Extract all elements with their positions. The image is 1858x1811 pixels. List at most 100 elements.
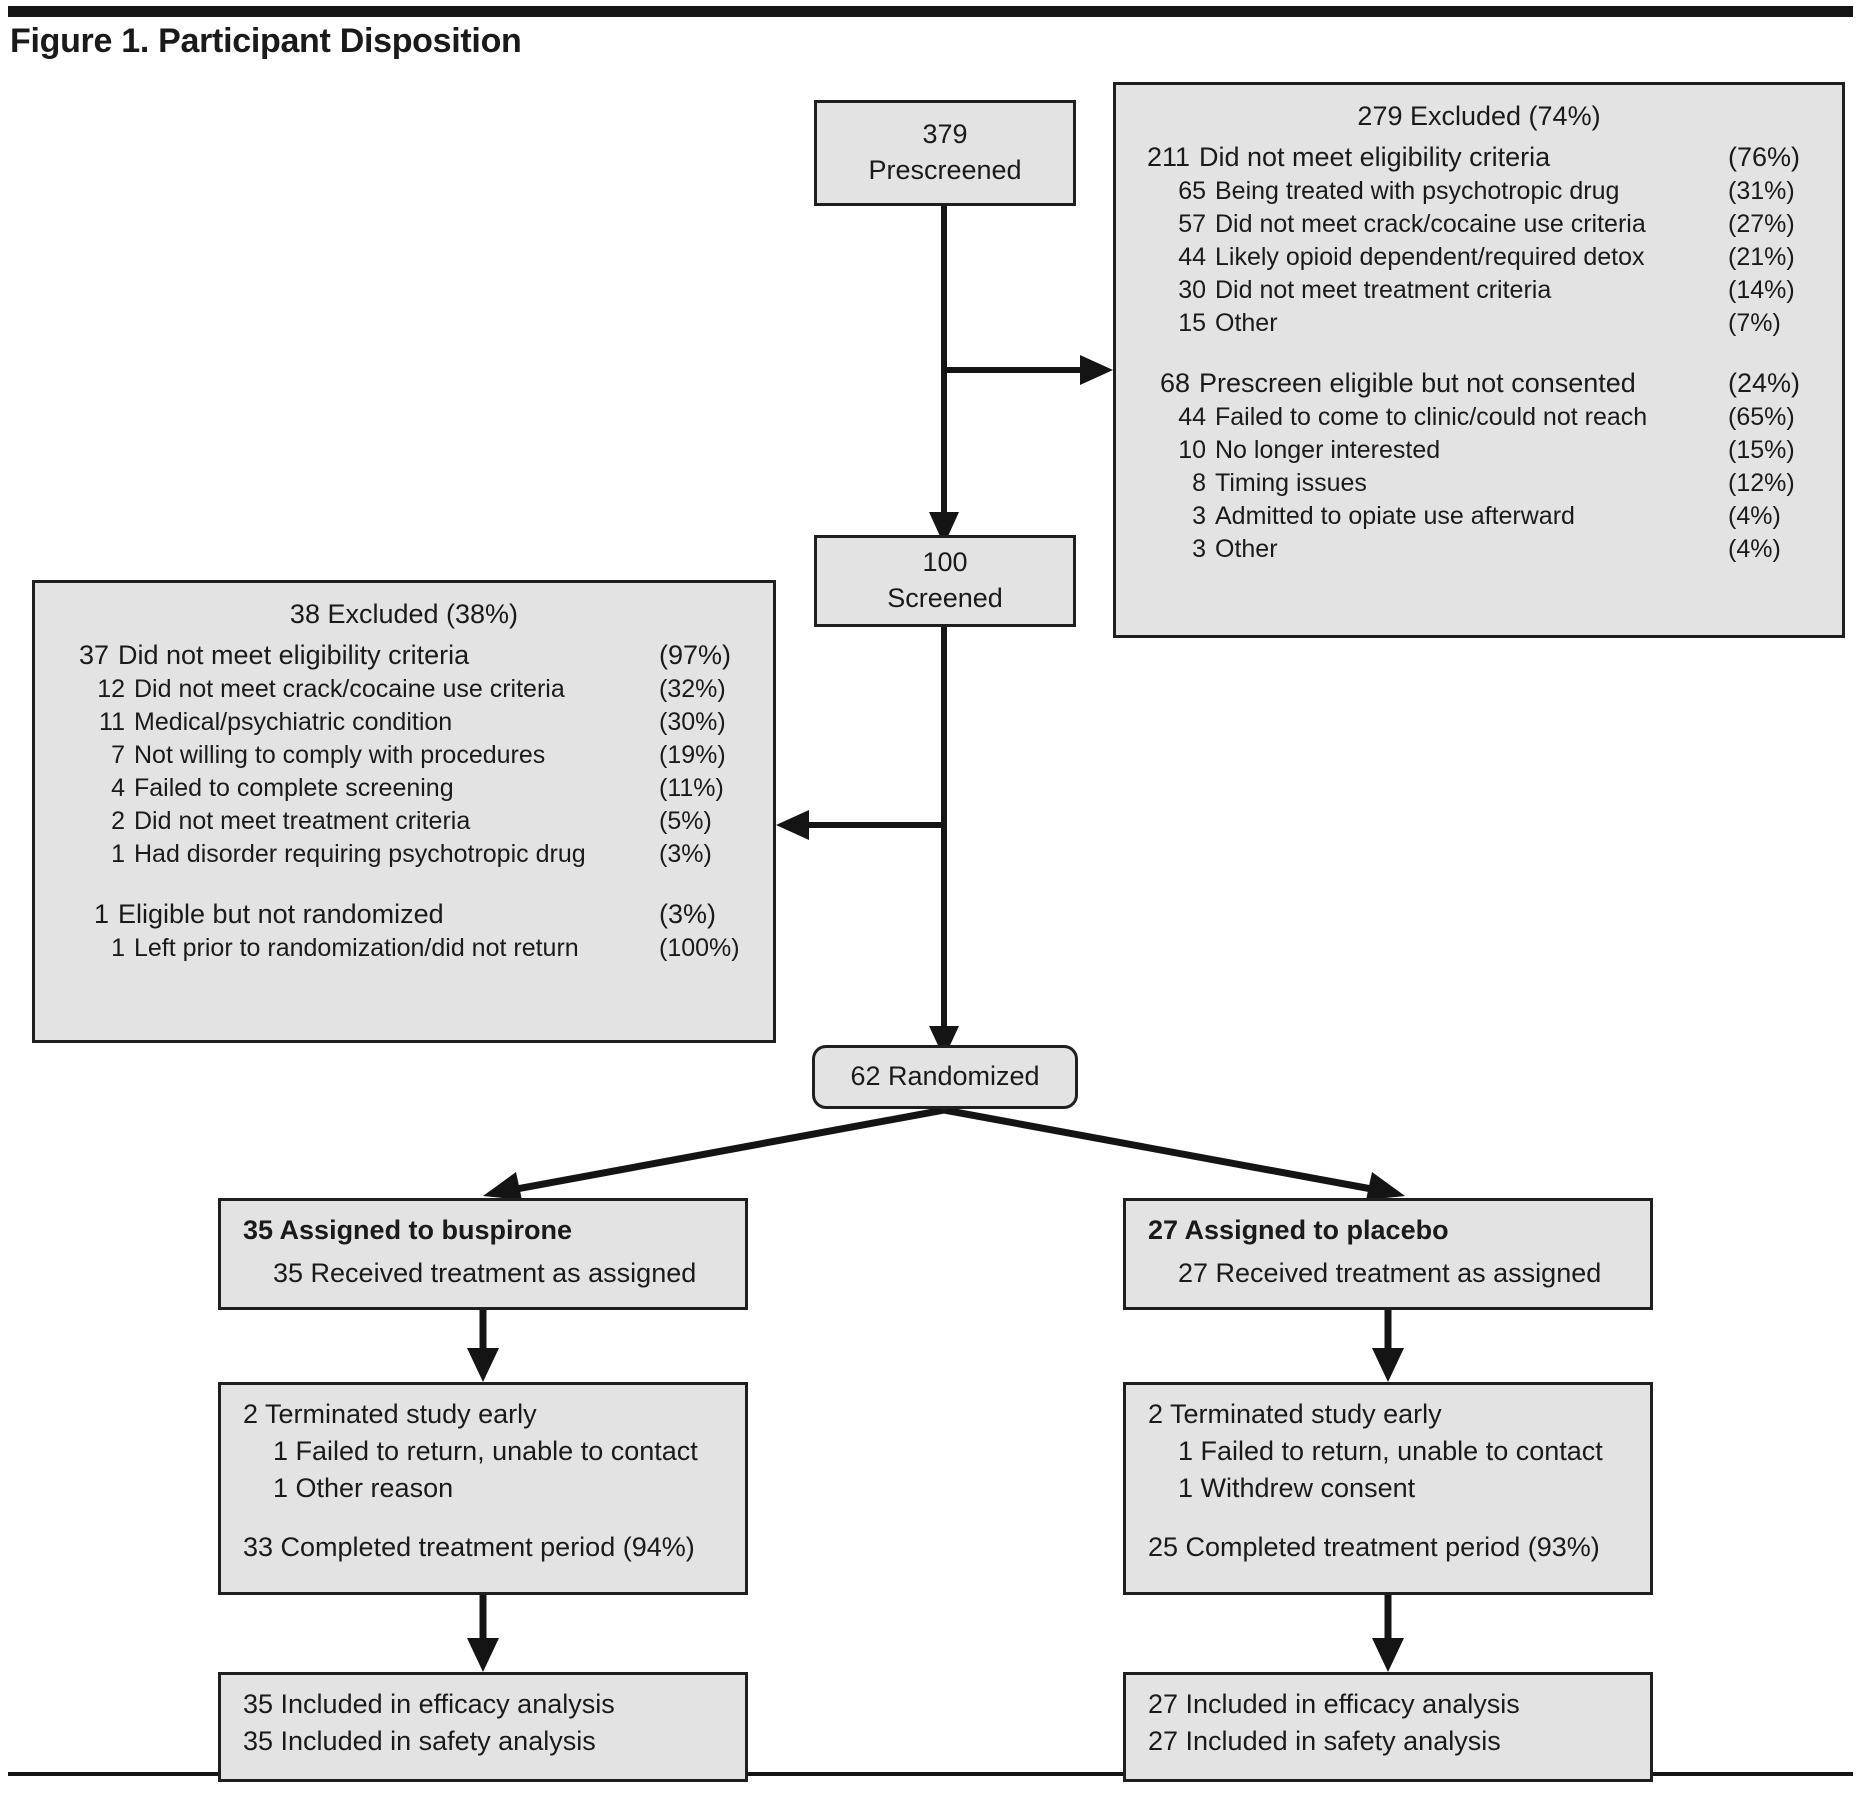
item-label: Did not meet treatment criteria (1215, 276, 1552, 304)
buspirone-terminated-item: 1 Failed to return, unable to contact (273, 1436, 698, 1466)
excluded-screen-group-row: 37 Did not meet eligibility criteria (97… (57, 642, 751, 669)
screened-count: 100 (922, 547, 968, 578)
item-count: 10 (1178, 436, 1206, 464)
excluded-prescreen-item-row: 15 Other (7%) (1162, 311, 1820, 336)
item-label: No longer interested (1215, 436, 1441, 464)
item-pct: (65%) (1728, 403, 1795, 431)
excluded-prescreen-header: 279 Excluded (74%) (1357, 101, 1601, 131)
group-count: 68 (1159, 368, 1190, 398)
placebo-completed: 25 Completed treatment period (93%) (1148, 1532, 1600, 1562)
item-label: Failed to complete screening (134, 774, 454, 802)
item-count: 11 (99, 708, 125, 736)
item-pct: (32%) (659, 675, 726, 703)
prescreened-count: 379 (922, 119, 968, 150)
node-screened: 100 Screened (814, 535, 1076, 627)
item-pct: (12%) (1728, 469, 1795, 497)
buspirone-completed: 33 Completed treatment period (94%) (243, 1532, 695, 1562)
excluded-prescreen-item-row: 3 Other (4%) (1162, 537, 1820, 562)
item-label: Did not meet crack/cocaine use criteria (1215, 210, 1646, 238)
node-prescreened: 379 Prescreened (814, 100, 1076, 206)
arm-placebo-assigned: 27 Assigned to placebo 27 Received treat… (1123, 1198, 1653, 1310)
group-count: 211 (1146, 142, 1190, 172)
excluded-screen-item-row: 2 Did not meet treatment criteria (5%) (81, 809, 751, 834)
excluded-screen-group-row: 1 Eligible but not randomized (3%) (57, 901, 751, 928)
item-label: Admitted to opiate use afterward (1215, 502, 1575, 530)
item-pct: (27%) (1728, 210, 1795, 238)
excluded-screen-item-row: 1 Left prior to randomization/did not re… (81, 936, 751, 961)
arm-spacer (1148, 1512, 1630, 1534)
item-label: Medical/psychiatric condition (134, 708, 453, 736)
item-pct: (4%) (1728, 502, 1781, 530)
placebo-terminated-item: 1 Failed to return, unable to contact (1178, 1436, 1603, 1466)
item-count: 12 (97, 675, 125, 703)
arm-buspirone-assigned: 35 Assigned to buspirone 35 Received tre… (218, 1198, 748, 1310)
buspirone-assigned-headline: 35 Assigned to buspirone (243, 1215, 573, 1245)
excluded-prescreen-item-row: 57 Did not meet crack/cocaine use criter… (1162, 212, 1820, 237)
item-count: 65 (1178, 177, 1206, 205)
group-count: 1 (93, 899, 109, 929)
item-count: 2 (111, 807, 125, 835)
placebo-assigned-headline: 27 Assigned to placebo (1148, 1215, 1449, 1245)
placebo-received: 27 Received treatment as assigned (1178, 1258, 1602, 1288)
group-label: Did not meet eligibility criteria (118, 640, 470, 670)
item-count: 8 (1192, 469, 1206, 497)
placebo-safety-analysis: 27 Included in safety analysis (1148, 1726, 1501, 1756)
panel-excluded-screen: 38 Excluded (38%) 37 Did not meet eligib… (32, 580, 776, 1043)
placebo-terminated-item: 1 Withdrew consent (1178, 1473, 1416, 1503)
excluded-prescreen-item-row: 44 Failed to come to clinic/could not re… (1162, 405, 1820, 430)
item-label: Being treated with psychotropic drug (1215, 177, 1620, 205)
item-label: Other (1215, 309, 1278, 337)
item-pct: (5%) (659, 807, 712, 835)
arm-spacer (243, 1512, 725, 1534)
group-pct: (76%) (1728, 142, 1801, 172)
arm-placebo-disposition: 2 Terminated study early 1 Failed to ret… (1123, 1382, 1653, 1595)
item-label: Not willing to comply with procedures (134, 741, 546, 769)
item-count: 57 (1178, 210, 1206, 238)
panel-spacer (1138, 344, 1820, 370)
buspirone-terminated-item: 1 Other reason (273, 1473, 454, 1503)
group-pct: (97%) (659, 640, 732, 670)
item-pct: (30%) (659, 708, 726, 736)
group-pct: (24%) (1728, 368, 1801, 398)
item-count: 44 (1178, 243, 1206, 271)
group-label: Prescreen eligible but not consented (1199, 368, 1636, 398)
item-label: Timing issues (1215, 469, 1367, 497)
excluded-screen-item-row: 7 Not willing to comply with procedures … (81, 743, 751, 768)
excluded-screen-item-row: 4 Failed to complete screening (11%) (81, 776, 751, 801)
item-count: 15 (1178, 309, 1206, 337)
arm-buspirone-analysis: 35 Included in efficacy analysis 35 Incl… (218, 1672, 748, 1782)
excluded-prescreen-group-row: 68 Prescreen eligible but not consented … (1138, 370, 1820, 397)
prescreened-label: Prescreened (868, 155, 1022, 185)
group-pct: (3%) (659, 899, 717, 929)
item-count: 44 (1178, 403, 1206, 431)
item-label: Likely opioid dependent/required detox (1215, 243, 1645, 271)
group-label: Eligible but not randomized (118, 899, 444, 929)
item-pct: (4%) (1728, 535, 1781, 563)
excluded-screen-item-row: 12 Did not meet crack/cocaine use criter… (81, 677, 751, 702)
placebo-efficacy-analysis: 27 Included in efficacy analysis (1148, 1689, 1520, 1719)
item-count: 7 (111, 741, 125, 769)
excluded-prescreen-item-row: 65 Being treated with psychotropic drug … (1162, 179, 1820, 204)
excluded-prescreen-item-row: 3 Admitted to opiate use afterward (4%) (1162, 504, 1820, 529)
excluded-screen-item-row: 1 Had disorder requiring psychotropic dr… (81, 842, 751, 867)
buspirone-safety-analysis: 35 Included in safety analysis (243, 1726, 596, 1756)
randomized-label: 62 Randomized (850, 1061, 1040, 1092)
item-pct: (21%) (1728, 243, 1795, 271)
item-pct: (11%) (659, 774, 724, 802)
placebo-terminated-headline: 2 Terminated study early (1148, 1399, 1442, 1429)
excluded-screen-item-row: 11 Medical/psychiatric condition (30%) (81, 710, 751, 735)
excluded-prescreen-item-row: 44 Likely opioid dependent/required deto… (1162, 245, 1820, 270)
bottom-rule (8, 1772, 1853, 1776)
screened-label: Screened (887, 583, 1003, 613)
item-pct: (19%) (659, 741, 726, 769)
item-pct: (14%) (1728, 276, 1795, 304)
buspirone-terminated-headline: 2 Terminated study early (243, 1399, 537, 1429)
item-label: Left prior to randomization/did not retu… (134, 934, 579, 962)
excluded-prescreen-item-row: 8 Timing issues (12%) (1162, 471, 1820, 496)
item-pct: (3%) (659, 840, 712, 868)
item-count: 1 (111, 934, 125, 962)
top-rule (8, 6, 1853, 17)
item-label: Did not meet crack/cocaine use criteria (134, 675, 565, 703)
figure-title: Figure 1. Participant Disposition (10, 22, 522, 60)
